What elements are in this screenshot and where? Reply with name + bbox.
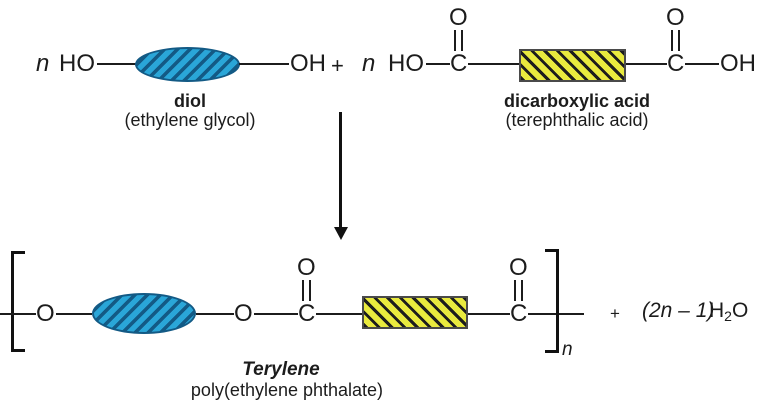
ester-oxygen: O: [234, 300, 253, 327]
carbonyl-carbon: C: [298, 300, 316, 327]
diol-unit-ellipse: [135, 47, 240, 82]
bond: [468, 63, 519, 65]
water-formula: H2O: [709, 300, 748, 327]
water-oxygen: O: [731, 299, 749, 322]
bond: [0, 313, 36, 315]
double-bond-line: [671, 30, 673, 51]
diol-right-hydroxyl: OH: [290, 50, 326, 77]
acid-coefficient: n: [362, 50, 376, 77]
acid-right-hydroxyl: OH: [720, 50, 756, 77]
carbonyl-carbon: C: [510, 300, 528, 327]
acid-left-hydroxyl: HO: [388, 50, 424, 77]
water-subscript: 2: [724, 308, 732, 324]
ester-oxygen: O: [36, 300, 55, 327]
bond: [426, 63, 450, 65]
bond: [97, 63, 136, 65]
diol-example-label: (ethylene glycol): [124, 110, 256, 130]
plus-operator: +: [331, 53, 344, 78]
bond: [685, 63, 719, 65]
byproduct-coefficient: (2n – 1): [642, 299, 715, 322]
repeat-subscript: n: [562, 339, 573, 360]
bond: [56, 313, 92, 315]
carbonyl-carbon: C: [450, 50, 468, 77]
product-systematic-label: poly(ethylene phthalate): [190, 380, 384, 400]
double-bond-line: [309, 280, 311, 301]
diol-name-label: diol: [174, 91, 206, 111]
acid-example-label: (terephthalic acid): [505, 110, 649, 130]
double-bond-line: [302, 280, 304, 301]
double-bond-line: [454, 30, 456, 51]
reaction-arrow-shaft: [339, 112, 342, 229]
double-bond-line: [514, 280, 516, 301]
bond: [468, 313, 510, 315]
double-bond-line: [461, 30, 463, 51]
double-bond-line: [521, 280, 523, 301]
diol-left-hydroxyl: HO: [59, 50, 95, 77]
bond: [316, 313, 362, 315]
bond: [254, 313, 298, 315]
acid-unit-rect: [519, 49, 626, 82]
bond: [239, 63, 289, 65]
carbonyl-oxygen: O: [666, 4, 685, 31]
diol-unit-ellipse: [92, 293, 196, 334]
repeat-unit-bracket-left: [11, 251, 25, 352]
carbonyl-oxygen: O: [449, 4, 468, 31]
byproduct-plus-operator: +: [610, 304, 620, 323]
water-hydrogen: H: [709, 299, 725, 322]
bond: [196, 313, 234, 315]
carbonyl-oxygen: O: [297, 254, 316, 281]
acid-unit-rect: [362, 296, 468, 329]
diol-coefficient: n: [36, 50, 50, 77]
carbonyl-oxygen: O: [509, 254, 528, 281]
double-bond-line: [678, 30, 680, 51]
bond: [626, 63, 667, 65]
carbonyl-carbon: C: [667, 50, 685, 77]
reaction-arrow-head: [334, 227, 348, 240]
acid-name-label: dicarboxylic acid: [503, 91, 651, 111]
repeat-unit-bracket-right: [545, 249, 559, 353]
product-name-label: Terylene: [242, 359, 320, 380]
